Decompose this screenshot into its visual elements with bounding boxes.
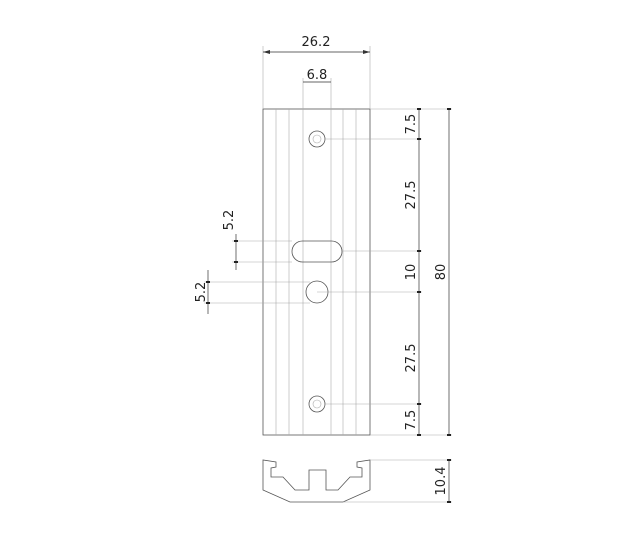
profile-height-label: 10.4 — [434, 467, 449, 496]
plate-front-view — [262, 108, 371, 436]
slot-height-label: 5.2 — [222, 210, 237, 231]
total-length-label: 80 — [434, 264, 449, 281]
vertical-dimension-chain: 7.5 27.5 10 27.5 7.5 — [317, 108, 452, 436]
slot-width-dimension: 6.8 — [302, 68, 332, 109]
slot-height-dimension: 5.2 — [222, 210, 292, 270]
lower-spacing-label: 27.5 — [404, 344, 419, 373]
width-dimension: 26.2 — [262, 35, 371, 109]
slot — [291, 240, 343, 263]
width-label: 26.2 — [302, 35, 331, 50]
hole-diameter-label: 5.2 — [194, 282, 209, 303]
total-length-dimension: 80 — [434, 108, 451, 436]
bottom-screw-hole — [308, 395, 326, 413]
hole-diameter-dimension: 5.2 — [194, 270, 310, 314]
profile-end-view: 10.4 — [262, 459, 452, 503]
slot-width-label: 6.8 — [307, 68, 328, 83]
upper-spacing-label: 27.5 — [404, 181, 419, 210]
middle-spacing-label: 10 — [404, 264, 419, 281]
top-screw-hole — [308, 130, 326, 148]
bottom-offset-label: 7.5 — [404, 410, 419, 431]
top-offset-label: 7.5 — [404, 114, 419, 135]
